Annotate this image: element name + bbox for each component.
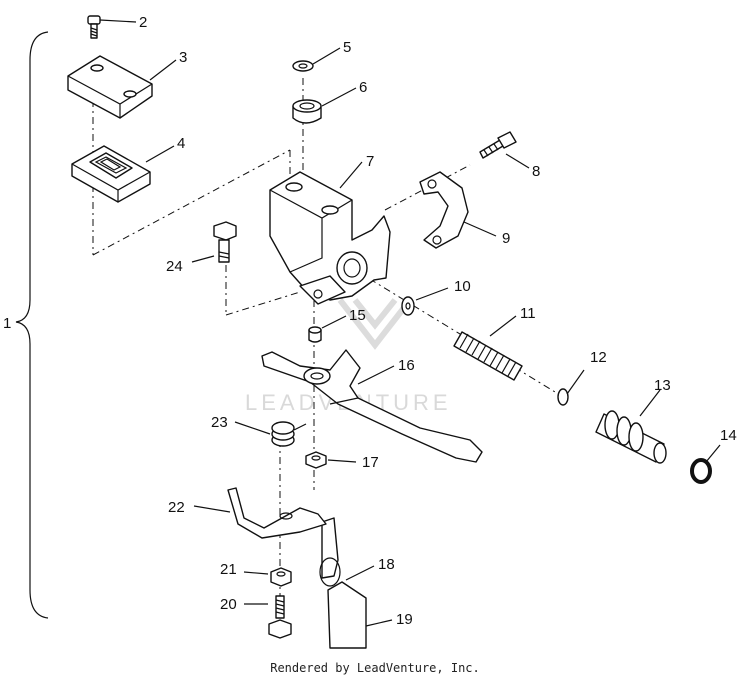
callout-7: 7	[366, 153, 374, 170]
tag-part-19	[327, 581, 367, 649]
torsion-spring-part-23	[271, 421, 307, 447]
callout-6: 6	[359, 79, 367, 96]
callout-18: 18	[378, 556, 395, 573]
clamp-part-9	[419, 171, 469, 249]
callout-16: 16	[398, 357, 415, 374]
render-credit: Rendered by LeadVenture, Inc.	[270, 661, 480, 675]
callout-2: 2	[139, 14, 147, 31]
o-ring-part-14	[690, 458, 712, 484]
callout-11: 11	[520, 305, 536, 322]
washer-part-12	[557, 388, 569, 406]
callout-20: 20	[220, 596, 237, 613]
washer-part-10	[401, 296, 415, 316]
assembly-brace	[15, 31, 49, 619]
callout-24: 24	[166, 258, 183, 275]
washer-part-5	[292, 60, 314, 72]
master-cylinder-part-7	[269, 171, 391, 305]
callout-13: 13	[654, 377, 671, 394]
callout-23: 23	[211, 414, 228, 431]
leader-lines	[99, 19, 721, 627]
diaphragm-part-4	[71, 145, 151, 203]
callout-17: 17	[362, 454, 379, 471]
callout-22: 22	[168, 499, 185, 516]
callout-8: 8	[532, 163, 540, 180]
bolt-part-8	[479, 131, 517, 159]
pivot-bolt-part-24	[213, 221, 237, 263]
callout-15: 15	[349, 307, 366, 324]
callout-9: 9	[502, 230, 510, 247]
nut-part-17	[305, 451, 327, 469]
set-screw-part-15	[308, 326, 322, 343]
spring-part-11	[453, 331, 523, 381]
callout-19: 19	[396, 611, 413, 628]
callout-10: 10	[454, 278, 471, 295]
callout-21: 21	[220, 561, 237, 578]
reservoir-cover-part-3	[67, 55, 153, 119]
callout-5: 5	[343, 39, 351, 56]
bracket-part-18	[319, 517, 341, 587]
piston-part-13	[595, 410, 667, 464]
bushing-part-6	[292, 99, 322, 124]
callout-12: 12	[590, 349, 607, 366]
brake-lever-part-16	[261, 349, 483, 463]
nut-part-21	[270, 567, 292, 587]
screw-part-2	[87, 15, 101, 39]
callout-4: 4	[177, 135, 185, 152]
callout-1: 1	[3, 315, 11, 332]
switch-bracket-part-22	[227, 487, 327, 539]
callout-3: 3	[179, 49, 187, 66]
callout-14: 14	[720, 427, 737, 444]
bolt-part-20	[268, 595, 292, 639]
